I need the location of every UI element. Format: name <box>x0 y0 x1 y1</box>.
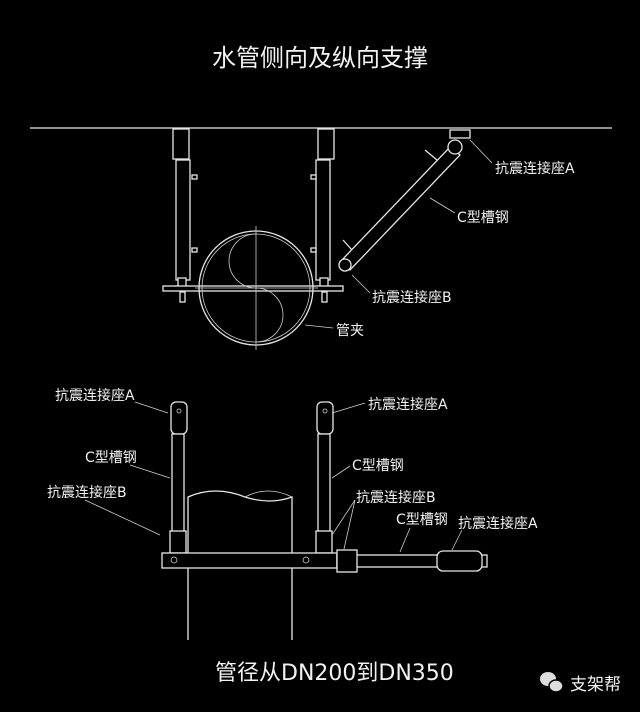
horizontal-channel <box>161 552 338 569</box>
left-hanger <box>172 128 198 303</box>
bottom-view: 抗震连接座A C型槽钢 抗震连接座B 抗震连接座A C型槽钢 抗震连接座B C型… <box>47 387 538 640</box>
label-right-channel: C型槽钢 <box>352 458 404 474</box>
label-horiz-channel: C型槽钢 <box>396 512 448 528</box>
base-plate <box>162 285 344 292</box>
right-hanger <box>310 128 335 303</box>
label-clamp: 管夹 <box>336 323 364 339</box>
label-left-channel: C型槽钢 <box>85 450 137 466</box>
right-strut <box>315 401 334 555</box>
label-left-seat-a: 抗震连接座A <box>55 387 135 404</box>
label-seat-b: 抗震连接座B <box>372 289 452 306</box>
label-right-seat-b: 抗震连接座B <box>356 489 436 506</box>
wechat-icon <box>540 672 564 693</box>
label-horiz-seat-a: 抗震连接座A <box>458 515 538 532</box>
top-view: 抗震连接座A C型槽钢 抗震连接座B 管夹 <box>162 128 575 350</box>
left-strut <box>169 401 188 555</box>
watermark-text: 支架帮 <box>570 675 621 695</box>
label-channel: C型槽钢 <box>457 210 509 226</box>
label-seat-a: 抗震连接座A <box>495 160 575 177</box>
label-left-seat-b: 抗震连接座B <box>47 484 127 501</box>
watermark: 支架帮 <box>540 672 621 695</box>
diagram-title: 水管侧向及纵向支撑 <box>212 44 428 72</box>
caption: 管径从DN200到DN350 <box>215 661 454 686</box>
diagonal-brace <box>338 129 471 272</box>
label-right-seat-a: 抗震连接座A <box>368 396 448 413</box>
